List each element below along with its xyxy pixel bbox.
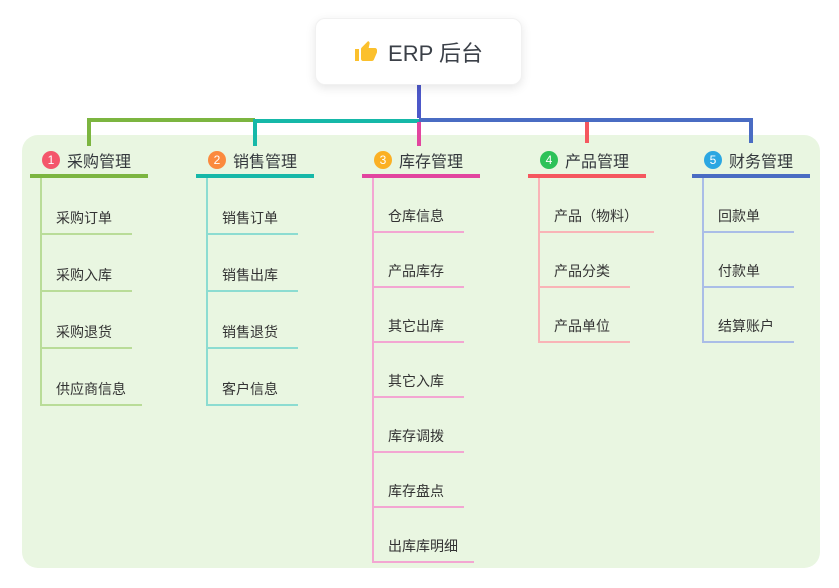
leaf-node[interactable]: 产品（物料） [540,178,654,233]
branch-title: 采购管理 [67,153,132,171]
branch-finance: 5 财务管理 回款单 付款单 结算账户 [692,145,810,343]
branch-number-badge: 5 [704,150,722,169]
leaf-node[interactable]: 付款单 [704,233,794,288]
branch-title: 销售管理 [233,153,298,171]
leaf-node[interactable]: 产品单位 [540,288,630,343]
leaf-node[interactable]: 库存调拨 [374,398,464,453]
connector-drop-sales [253,119,257,146]
connector-bus-finance [419,118,752,122]
leaf-node[interactable]: 其它入库 [374,343,464,398]
branch-number-badge: 4 [540,150,558,169]
connector-drop-finance [749,118,753,143]
connector-drop-product [585,122,589,143]
leaf-node[interactable]: 结算账户 [704,288,794,343]
leaf-node[interactable]: 其它出库 [374,288,464,343]
branch-number-badge: 2 [208,150,226,169]
leaf-node[interactable]: 出库库明细 [374,508,474,563]
branch-items: 仓库信息 产品库存 其它出库 其它入库 库存调拨 库存盘点 出库库明细 [372,178,480,563]
leaf-node[interactable]: 回款单 [704,178,794,233]
leaf-node[interactable]: 采购订单 [42,178,132,235]
branch-title: 财务管理 [729,153,794,171]
connector-drop-purchase [87,118,91,146]
branch-purchase: 1 采购管理 采购订单 采购入库 采购退货 供应商信息 [30,145,148,406]
leaf-node[interactable]: 客户信息 [208,349,298,406]
leaf-node[interactable]: 销售退货 [208,292,298,349]
connector-root-stem [417,85,421,118]
leaf-node[interactable]: 采购退货 [42,292,132,349]
leaf-node[interactable]: 产品库存 [374,233,464,288]
leaf-node[interactable]: 销售出库 [208,235,298,292]
branch-sales: 2 销售管理 销售订单 销售出库 销售退货 客户信息 [196,145,314,406]
connector-drop-inventory [417,122,421,146]
root-node[interactable]: ERP 后台 [315,18,522,85]
branch-items: 销售订单 销售出库 销售退货 客户信息 [206,178,314,406]
leaf-node[interactable]: 仓库信息 [374,178,464,233]
branch-product: 4 产品管理 产品（物料） 产品分类 产品单位 [528,145,654,343]
leaf-node[interactable]: 供应商信息 [42,349,142,406]
branch-node-inventory[interactable]: 3 库存管理 [362,145,480,178]
branch-items: 产品（物料） 产品分类 产品单位 [538,178,654,343]
branch-node-product[interactable]: 4 产品管理 [528,145,646,178]
branch-number-badge: 1 [42,150,60,169]
branch-inventory: 3 库存管理 仓库信息 产品库存 其它出库 其它入库 库存调拨 库存盘点 出库库… [362,145,480,563]
branch-number-badge: 3 [374,150,392,169]
branch-title: 产品管理 [565,153,630,171]
root-title: ERP 后台 [388,40,483,66]
branch-node-finance[interactable]: 5 财务管理 [692,145,810,178]
branch-title: 库存管理 [399,153,464,171]
connector-bus-sales [253,119,419,123]
branch-node-sales[interactable]: 2 销售管理 [196,145,314,178]
branch-items: 回款单 付款单 结算账户 [702,178,810,343]
leaf-node[interactable]: 采购入库 [42,235,132,292]
leaf-node[interactable]: 销售订单 [208,178,298,235]
thumbs-up-icon [354,40,378,64]
branches-panel [22,135,820,568]
connector-bus-purchase [87,118,255,122]
branch-items: 采购订单 采购入库 采购退货 供应商信息 [40,178,148,406]
branch-node-purchase[interactable]: 1 采购管理 [30,145,148,178]
leaf-node[interactable]: 库存盘点 [374,453,464,508]
leaf-node[interactable]: 产品分类 [540,233,630,288]
